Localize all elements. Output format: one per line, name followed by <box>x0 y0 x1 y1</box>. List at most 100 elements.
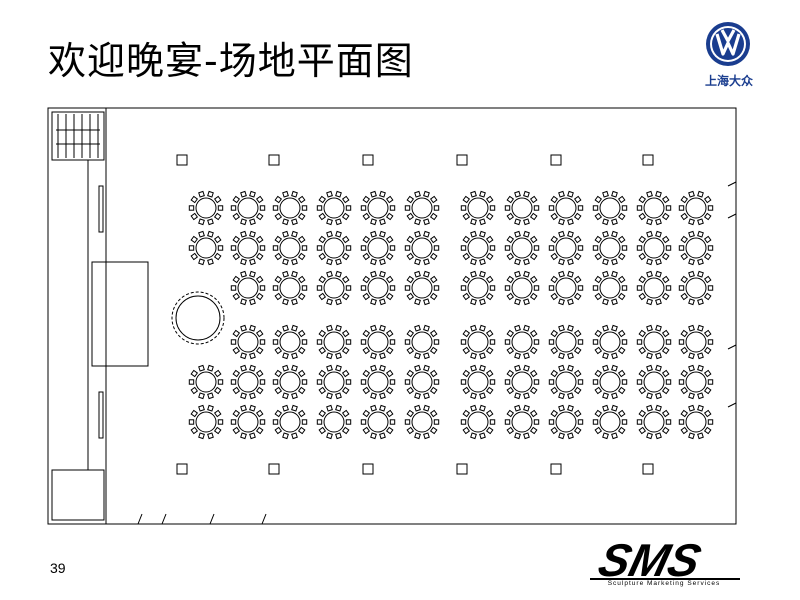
chair <box>514 230 521 238</box>
chair <box>602 218 609 226</box>
chair <box>697 230 704 238</box>
chair <box>680 292 689 301</box>
chair <box>594 426 603 435</box>
chair <box>611 352 618 360</box>
chair <box>213 235 222 244</box>
chair <box>272 379 279 385</box>
chair <box>514 258 521 266</box>
chair <box>249 432 256 440</box>
round-table <box>195 197 217 219</box>
chair <box>370 364 377 372</box>
chair <box>470 392 477 400</box>
chair <box>460 285 467 291</box>
chair <box>370 230 377 238</box>
chair <box>232 235 241 244</box>
chair <box>680 275 689 284</box>
chair <box>550 235 559 244</box>
chair <box>523 230 530 238</box>
chair <box>213 426 222 435</box>
door-swing <box>727 344 737 372</box>
chair <box>504 205 511 211</box>
chair <box>385 426 394 435</box>
chair <box>688 352 695 360</box>
chair <box>550 426 559 435</box>
chair <box>240 218 247 226</box>
round-table <box>411 237 433 259</box>
chair <box>370 432 377 440</box>
chair <box>404 379 411 385</box>
chair <box>533 245 540 251</box>
round-table <box>511 277 533 299</box>
chair <box>646 298 653 306</box>
chair <box>462 369 471 378</box>
chair <box>207 364 214 372</box>
chair <box>506 409 515 418</box>
chair <box>646 230 653 238</box>
chair <box>217 379 224 385</box>
round-table <box>237 237 259 259</box>
chair <box>707 339 714 345</box>
round-table <box>511 197 533 219</box>
round-table <box>511 411 533 433</box>
chair <box>429 346 438 355</box>
chair <box>697 298 704 306</box>
round-table <box>195 371 217 393</box>
chair <box>636 379 643 385</box>
chair <box>470 404 477 412</box>
chair <box>661 346 670 355</box>
chair <box>232 195 241 204</box>
chair <box>291 392 298 400</box>
chair <box>460 379 467 385</box>
round-table <box>555 277 577 299</box>
chair <box>592 339 599 345</box>
agency-tagline: Sculpture Marketing Services <box>607 580 721 587</box>
chair <box>282 298 289 306</box>
chair <box>489 419 496 425</box>
chair <box>523 218 530 226</box>
round-table <box>367 237 389 259</box>
chair <box>485 369 494 378</box>
chair <box>240 432 247 440</box>
chair <box>198 392 205 400</box>
round-table <box>323 331 345 353</box>
chair <box>558 432 565 440</box>
round-table <box>411 197 433 219</box>
chair <box>414 432 421 440</box>
chair <box>335 258 342 266</box>
chair <box>485 292 494 301</box>
round-table <box>555 411 577 433</box>
chair <box>345 245 352 251</box>
chair <box>602 392 609 400</box>
chair <box>548 379 555 385</box>
chair <box>345 379 352 385</box>
chair <box>638 212 647 221</box>
round-table <box>237 331 259 353</box>
pillar <box>456 154 468 166</box>
round-table <box>467 277 489 299</box>
chair <box>573 252 582 261</box>
chair <box>638 252 647 261</box>
chair <box>190 212 199 221</box>
round-table <box>195 237 217 259</box>
chair <box>470 218 477 226</box>
chair <box>655 364 662 372</box>
chair <box>567 364 574 372</box>
chair <box>506 235 515 244</box>
chair <box>523 298 530 306</box>
chair <box>291 364 298 372</box>
chair <box>385 369 394 378</box>
chair <box>414 404 421 412</box>
chair <box>341 195 350 204</box>
chair <box>318 409 327 418</box>
chair <box>232 212 241 221</box>
chair <box>282 270 289 278</box>
chair <box>240 392 247 400</box>
chair <box>479 258 486 266</box>
chair <box>489 285 496 291</box>
chair <box>379 392 386 400</box>
chair <box>638 386 647 395</box>
chair <box>389 285 396 291</box>
chair <box>602 270 609 278</box>
chair <box>316 205 323 211</box>
chair <box>255 252 264 261</box>
